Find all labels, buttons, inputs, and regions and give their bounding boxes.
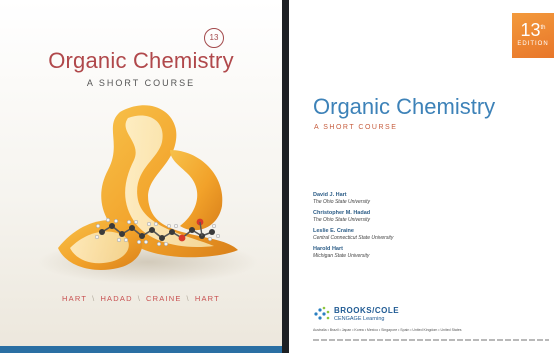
publisher-cities: Australia • Brazil • Japan • Korea • Mex… bbox=[313, 328, 462, 332]
cover-title: Organic Chemistry bbox=[48, 48, 234, 73]
cover-author: CRAINE bbox=[146, 294, 182, 303]
molecule-model bbox=[94, 217, 221, 247]
author-separator: \ bbox=[92, 294, 96, 303]
book-cover: 13 Organic Chemistry A SHORT COURSE bbox=[0, 0, 282, 353]
author-entry: Leslie E. Craine Central Connecticut Sta… bbox=[313, 228, 393, 241]
author-name: Harold Hart bbox=[313, 246, 343, 252]
copyright-fineprint bbox=[313, 339, 549, 341]
publisher-name: BROOKS/COLE bbox=[334, 306, 400, 315]
author-affiliation: Central Connecticut State University bbox=[313, 234, 394, 241]
author-name: David J. Hart bbox=[313, 192, 347, 198]
publisher-logo-icon bbox=[314, 306, 330, 320]
author-separator: \ bbox=[186, 294, 190, 303]
title-page-subtitle: A SHORT COURSE bbox=[314, 124, 398, 131]
publisher-tagline: CENGAGE Learning bbox=[334, 316, 385, 322]
author-separator: \ bbox=[137, 294, 141, 303]
author-entry: Christopher M. Hadad The Ohio State Univ… bbox=[313, 210, 393, 223]
author-entry: David J. Hart The Ohio State University bbox=[313, 192, 393, 205]
author-affiliation: The Ohio State University bbox=[313, 198, 370, 205]
cover-subtitle: A SHORT COURSE bbox=[86, 78, 196, 88]
author-entry: Harold Hart Michigan State University bbox=[313, 246, 393, 259]
title-page-title: Organic Chemistry bbox=[313, 94, 496, 119]
cover-author: HART bbox=[62, 294, 88, 303]
cover-bottom-bar bbox=[0, 346, 282, 353]
cover-author-line: HART \ HADAD \ CRAINE \ HART bbox=[0, 294, 282, 303]
author-name: Christopher M. Hadad bbox=[313, 210, 371, 216]
edition-number: 13th bbox=[520, 20, 546, 40]
cover-author: HART bbox=[194, 294, 220, 303]
author-affiliation: Michigan State University bbox=[313, 252, 370, 259]
edition-label: EDITION bbox=[517, 41, 549, 47]
author-list: David J. Hart The Ohio State University … bbox=[313, 192, 393, 264]
page-divider bbox=[282, 0, 289, 353]
author-name: Leslie E. Craine bbox=[313, 228, 354, 234]
title-page: 13th EDITION Organic Chemistry A SHORT C… bbox=[289, 0, 554, 353]
author-affiliation: The Ohio State University bbox=[313, 216, 370, 223]
cover-edition-badge: 13 bbox=[204, 28, 224, 48]
edition-badge: 13th EDITION bbox=[512, 13, 554, 58]
cover-author: HADAD bbox=[100, 294, 133, 303]
orange-peel-illustration bbox=[38, 105, 258, 284]
